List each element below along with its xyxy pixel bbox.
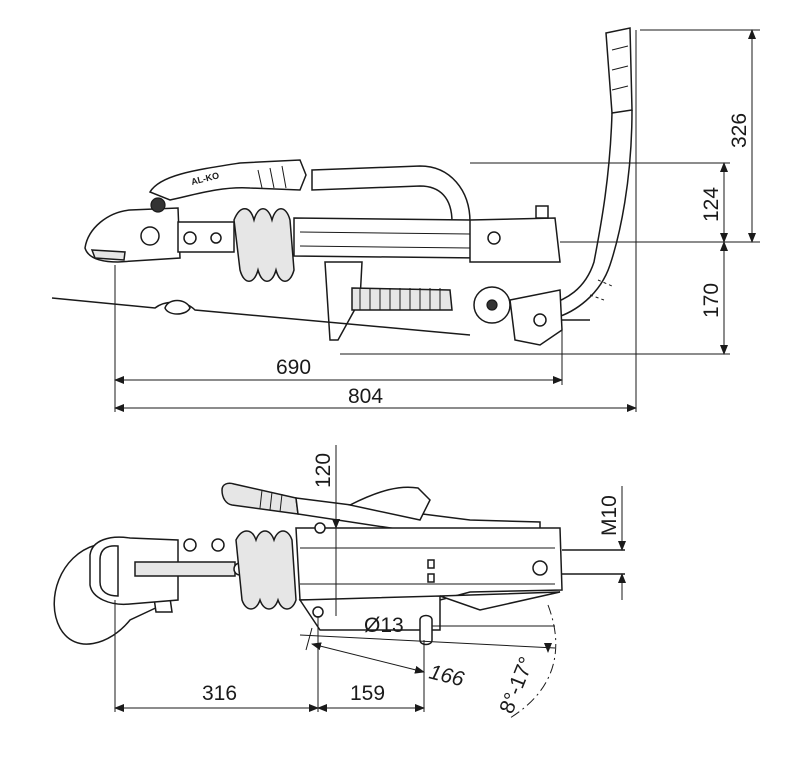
cable-eye [164,299,191,315]
dim-326: 326 [728,113,751,148]
brake-lever [547,27,633,319]
dim-hole-diameter: Ø13 [364,614,404,637]
bellows [233,208,295,282]
mount-slot [419,614,433,646]
bellows-top [235,530,297,610]
top-view: 120 M10 Ø13 166 316 159 8°-17° [53,445,626,719]
dim-124: 124 [700,187,723,222]
drawbar-body-top [295,522,625,631]
dim-166: 166 [427,661,467,692]
drawbar-body [293,205,561,263]
dim-170: 170 [700,283,723,318]
dim-m10: M10 [598,495,621,536]
damper-spring [324,261,590,346]
side-view: AL-KO [51,27,760,412]
dim-690: 690 [276,356,311,379]
dim-angle: 8°-17° [495,654,538,717]
top-handle [311,165,471,223]
coupling-shaft [177,221,235,253]
dim-159: 159 [350,682,385,705]
safety-cable [53,544,163,645]
dim-316: 316 [202,682,237,705]
angle-arc [509,604,557,719]
dim-804: 804 [348,385,383,408]
dim-120: 120 [312,453,335,488]
coupling-head: AL-KO [84,159,307,263]
mount-hole [312,606,324,618]
coupling-head-top [89,536,247,606]
